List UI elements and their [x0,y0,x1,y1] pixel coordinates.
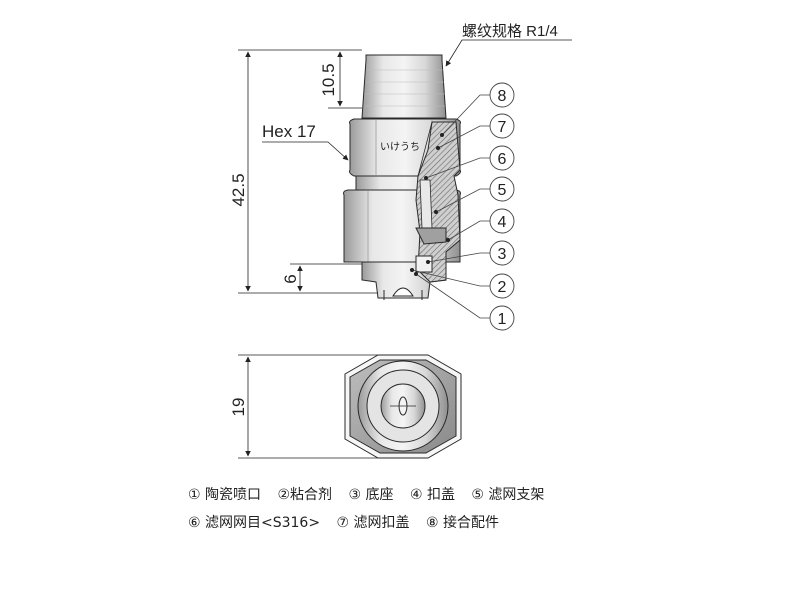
callout-number: 7 [498,119,507,136]
side-view [343,54,461,300]
dim-bottom-label: 6 [281,274,300,283]
legend-row-1: ① 陶瓷喷口 ②粘合剂 ③ 底座 ④ 扣盖 ⑤ 滤网支架 [188,486,556,504]
callout-group: 8 7 6 5 4 3 2 1 [410,82,515,331]
tip-slot [392,287,414,297]
callout-balloon [489,176,515,202]
thread-body [361,54,447,119]
callout-dot [426,260,430,264]
filter-holder [415,227,447,245]
callout-balloon [489,305,515,331]
legend-item: ⑦ 滤网扣盖 [336,515,410,531]
legend-item: ②粘合剂 [277,487,333,503]
callout-number: 4 [498,214,507,231]
callout-dot [440,133,444,137]
callout-balloon [489,113,515,139]
callout-dot [434,210,438,214]
brand-mark: いけうち [380,141,420,153]
dim-total-label: 42.5 [229,173,248,206]
callout-number: 3 [498,246,507,263]
callout-leader [425,157,490,179]
callout-balloon [489,240,515,266]
legend-item: ④ 扣盖 [409,487,455,503]
legend-item: ③ 底座 [348,487,394,503]
ceramic-orifice [415,255,433,273]
callout-leader [411,269,490,287]
callout-number: 6 [498,151,507,168]
callout-balloon [489,82,515,108]
bottom-view [344,354,462,459]
callout-dot [410,268,414,272]
callout-dot [424,176,428,180]
dimensions-bottom [238,354,378,459]
legend-item: ⑤ 滤网支架 [471,487,545,503]
hex-label: Hex 17 [262,122,316,141]
thread-leader [445,39,572,67]
callout-leader [427,252,490,263]
dimensions-side [238,39,572,294]
thread-lines [364,69,445,107]
callout-number: 1 [498,311,507,328]
legend-item: ① 陶瓷喷口 [188,487,262,503]
callout-dot [446,238,450,242]
dim-thread-label: 10.5 [319,63,338,96]
legend-item: ⑧ 接合配件 [426,515,500,531]
callout-leader [441,94,490,136]
legend-row-2: ⑥ 滤网网目<S316> ⑦ 滤网扣盖 ⑧ 接合配件 [188,514,511,532]
callout-leader [437,125,490,149]
callout-leader [447,220,490,241]
callout-balloon [489,208,515,234]
legend-item: ⑥ 滤网网目<S316> [188,515,321,531]
callout-balloon [489,273,515,299]
filter-mesh [419,179,433,229]
callout-dot [436,146,440,150]
callout-balloon [489,145,515,171]
callout-leader [435,188,490,213]
callout-number: 8 [498,88,507,105]
dim-width-label: 19 [229,398,248,417]
callout-number: 5 [498,182,507,199]
callout-leader [415,273,490,319]
callout-dot [414,272,418,276]
thread-spec-label: 螺纹规格 R1/4 [462,23,558,40]
hex-leader [262,141,349,161]
callout-number: 2 [498,279,507,296]
